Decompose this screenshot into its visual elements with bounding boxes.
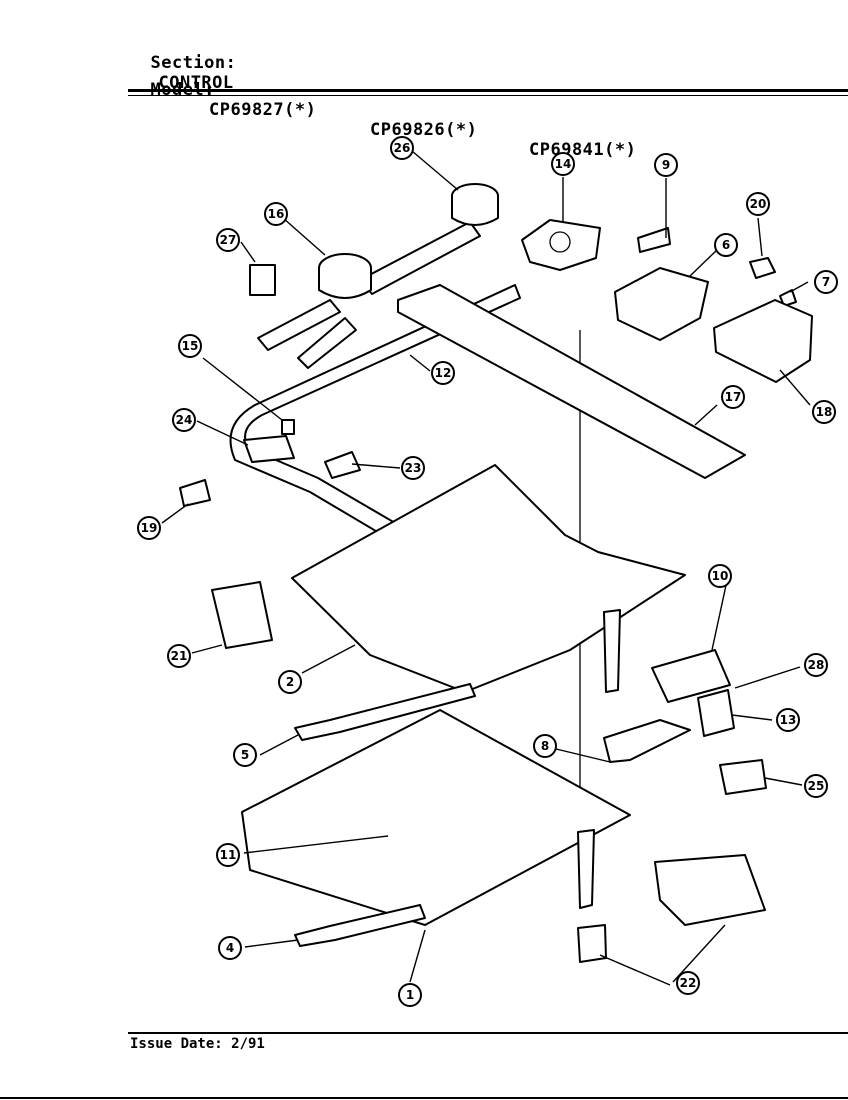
callout-13: 13: [776, 708, 800, 732]
svg-text:16: 16: [268, 207, 285, 221]
footer-rule: [128, 1032, 848, 1034]
callout-8: 8: [533, 734, 557, 758]
callout-4: 4: [218, 936, 242, 960]
section-line: Section: CONTROL: [129, 33, 236, 93]
svg-text:13: 13: [780, 713, 797, 727]
burner-tube-left: [257, 299, 341, 351]
svg-text:18: 18: [816, 405, 833, 419]
callout-26: 26: [390, 136, 414, 160]
callout-17: 17: [721, 385, 745, 409]
callout-9: 9: [654, 153, 678, 177]
callout-11: 11: [216, 843, 240, 867]
svg-text:1: 1: [406, 988, 414, 1002]
svg-text:19: 19: [141, 521, 158, 535]
bottom-rule: [0, 1097, 848, 1099]
section-label: Section:: [150, 53, 237, 73]
callout-15: 15: [178, 334, 202, 358]
part-2-shield: [291, 464, 686, 693]
burner-crossover: [359, 221, 481, 295]
part-19-clip: [179, 479, 211, 507]
svg-text:15: 15: [182, 339, 199, 353]
part-13-plate: [697, 689, 735, 737]
svg-text:22: 22: [680, 976, 697, 990]
callout-18: 18: [812, 400, 836, 424]
callout-7: 7: [814, 270, 838, 294]
svg-text:23: 23: [405, 461, 422, 475]
callout-6: 6: [714, 233, 738, 257]
callout-23: 23: [401, 456, 425, 480]
part-21-igniter-module: [211, 581, 273, 649]
part-18-box: [713, 299, 813, 383]
svg-text:8: 8: [541, 739, 549, 753]
svg-text:17: 17: [725, 390, 742, 404]
callout-16: 16: [264, 202, 288, 226]
part-14-valve: [521, 219, 601, 271]
svg-text:6: 6: [722, 238, 730, 252]
callout-1: 1: [398, 983, 422, 1007]
part-22-regulator: [654, 854, 766, 926]
svg-text:28: 28: [808, 658, 825, 672]
svg-text:12: 12: [435, 366, 452, 380]
model-number-1: CP69827(*): [209, 100, 317, 120]
section-value: CONTROL: [158, 73, 234, 93]
leader-lines: [161, 150, 811, 986]
part-20-switch: [749, 257, 776, 279]
svg-text:21: 21: [171, 649, 188, 663]
svg-text:20: 20: [750, 197, 767, 211]
svg-text:26: 26: [394, 141, 411, 155]
callout-19: 19: [137, 516, 161, 540]
callout-5: 5: [233, 743, 257, 767]
callout-12: 12: [431, 361, 455, 385]
callout-20: 20: [746, 192, 770, 216]
part-24-valve: [243, 435, 295, 463]
header-rule-thin: [128, 95, 848, 96]
part-4-bracket: [294, 904, 426, 947]
part-23-orifice: [324, 451, 361, 479]
burner-base-26: [451, 196, 499, 226]
callout-24: 24: [172, 408, 196, 432]
burner-base-16: [318, 268, 372, 299]
issue-date: Issue Date: 2/91: [130, 1036, 265, 1052]
svg-text:5: 5: [241, 748, 249, 762]
svg-text:24: 24: [176, 413, 193, 427]
part-14-orifice: [549, 231, 571, 253]
svg-text:27: 27: [220, 233, 237, 247]
part-5-bracket: [294, 683, 476, 741]
svg-text:7: 7: [822, 275, 830, 289]
svg-text:9: 9: [662, 158, 670, 172]
callout-2: 2: [278, 670, 302, 694]
header-rule-thick: [128, 89, 848, 92]
part-27-igniter: [249, 264, 276, 296]
svg-text:14: 14: [555, 157, 572, 171]
igniter-rod-upper: [603, 609, 621, 693]
part-8-valve: [603, 719, 691, 763]
part-10-connector: [651, 649, 731, 703]
part-1-spreader: [241, 709, 631, 926]
part-6-bracket: [614, 267, 709, 341]
part-17-rail: [397, 284, 746, 479]
model-number-2: CP69826(*): [370, 120, 478, 140]
burner-assembly: [257, 183, 499, 369]
callout-21: 21: [167, 644, 191, 668]
svg-text:11: 11: [220, 848, 237, 862]
svg-text:4: 4: [226, 941, 234, 955]
part-25-block: [719, 759, 767, 795]
callout-25: 25: [804, 774, 828, 798]
callout-22: 22: [676, 971, 700, 995]
callout-10: 10: [708, 564, 732, 588]
part-15-screw: [281, 419, 295, 435]
igniter-rod-lower: [577, 829, 595, 909]
svg-text:2: 2: [286, 675, 294, 689]
callout-27: 27: [216, 228, 240, 252]
callout-28: 28: [804, 653, 828, 677]
burner-tube-right: [297, 317, 357, 369]
svg-text:10: 10: [712, 569, 729, 583]
callout-14: 14: [551, 152, 575, 176]
part-9-clip: [637, 227, 671, 253]
svg-text:25: 25: [808, 779, 825, 793]
